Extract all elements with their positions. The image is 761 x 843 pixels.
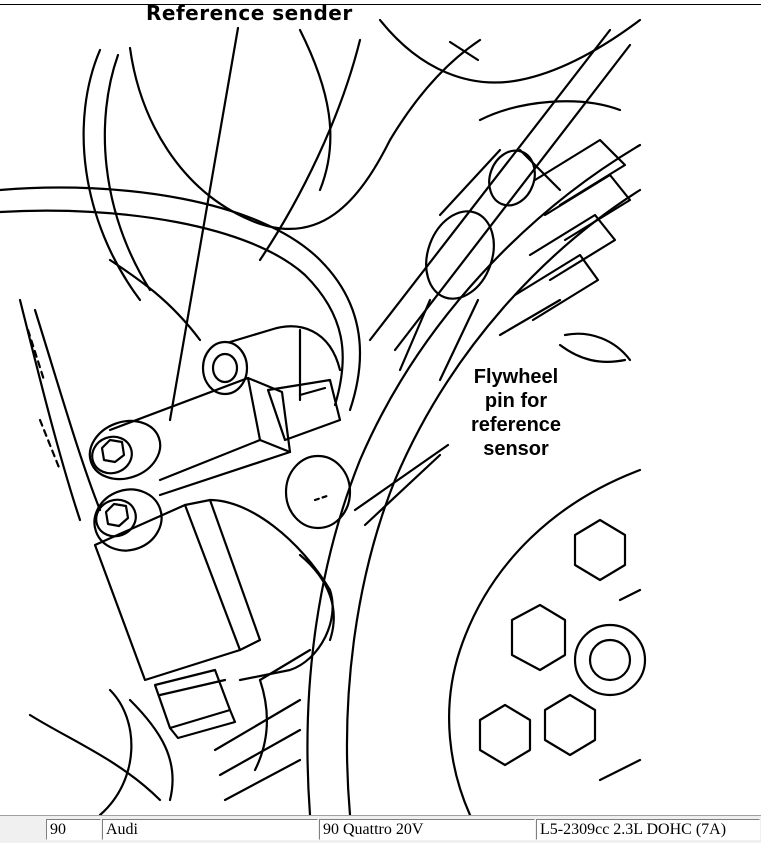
status-bar: 90 Audi 90 Quattro 20V L5-2309cc 2.3L DO…	[0, 815, 761, 843]
status-cell-year: 90	[46, 819, 101, 840]
top-border	[0, 0, 761, 5]
label-flywheel-line-3: reference	[470, 414, 562, 436]
flywheel-ring	[213, 138, 642, 815]
upper-bolt	[88, 419, 162, 481]
engine-diagram	[0, 18, 647, 815]
label-flywheel-line-2: pin for	[484, 390, 548, 412]
sensor-cable	[0, 186, 362, 412]
label-reference-sender: Reference sender	[146, 1, 353, 25]
label-flywheel-pin: Flywheel pin for reference sensor	[446, 365, 586, 461]
sensor-mount-block	[28, 498, 335, 815]
lower-bolt	[93, 488, 163, 552]
flywheel-bolts	[478, 518, 647, 782]
reference-sender	[108, 325, 352, 530]
status-cell-model: 90 Quattro 20V	[319, 819, 535, 840]
status-cell-blank	[1, 819, 45, 840]
status-cell-make: Audi	[102, 819, 318, 840]
leader-lines	[168, 26, 450, 527]
label-flywheel-line-1: Flywheel	[473, 366, 559, 388]
label-flywheel-line-4: sensor	[483, 438, 549, 460]
status-cell-engine: L5-2309cc 2.3L DOHC (7A)	[536, 819, 760, 840]
engine-block-outline	[18, 18, 642, 522]
